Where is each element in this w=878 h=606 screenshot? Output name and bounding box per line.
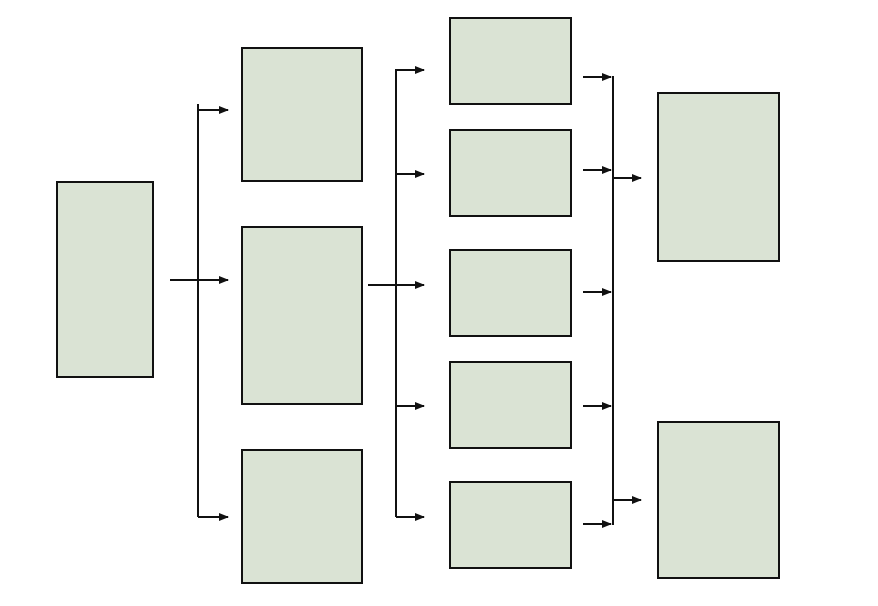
box-output-bottom bbox=[657, 421, 780, 579]
box-stage3-5 bbox=[449, 481, 572, 569]
box-stage2-bottom bbox=[241, 449, 363, 584]
box-source bbox=[56, 181, 154, 378]
box-stage2-middle bbox=[241, 226, 363, 405]
box-stage3-2 bbox=[449, 129, 572, 217]
box-stage3-1 bbox=[449, 17, 572, 105]
box-stage3-3 bbox=[449, 249, 572, 337]
connectors bbox=[170, 66, 642, 528]
box-stage2-top bbox=[241, 47, 363, 182]
box-output-top bbox=[657, 92, 780, 262]
box-stage3-4 bbox=[449, 361, 572, 449]
boxes bbox=[56, 17, 780, 584]
